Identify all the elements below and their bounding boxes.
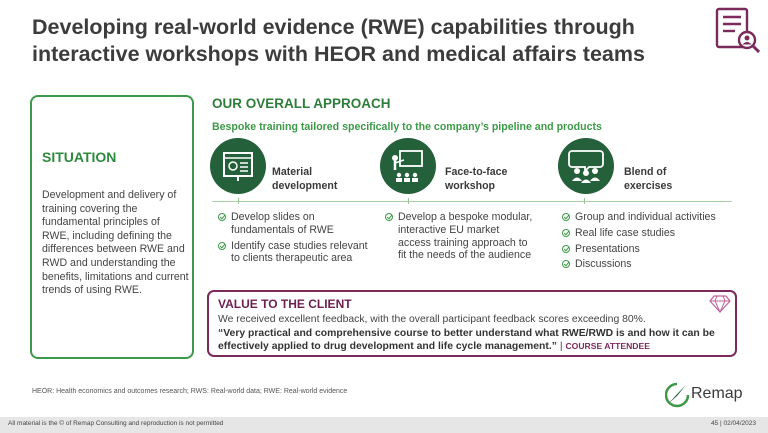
list-item: Real life case studies bbox=[562, 227, 722, 240]
slides-icon bbox=[210, 138, 266, 194]
attribution: COURSE ATTENDEE bbox=[565, 341, 650, 351]
bullet-text: Group and individual activities bbox=[575, 211, 716, 223]
title-line-2: interactive workshops with HEOR and medi… bbox=[32, 42, 645, 66]
check-circle-icon bbox=[562, 228, 570, 237]
timeline-line bbox=[212, 201, 732, 202]
copyright: All material is the © of Remap Consultin… bbox=[8, 420, 224, 427]
list-item: Develop slides on fundamentals of RWE bbox=[218, 211, 368, 237]
compass-icon bbox=[665, 382, 689, 408]
list-item: Develop a bespoke modular, interactive E… bbox=[385, 211, 535, 262]
column-heading-line: development bbox=[272, 179, 338, 192]
page-title: Developing real-world evidence (RWE) cap… bbox=[32, 14, 672, 68]
approach-heading: OUR OVERALL APPROACH bbox=[212, 96, 391, 111]
value-text: We received excellent feedback, with the… bbox=[218, 313, 723, 354]
page-reference: 45 | 02/04/2023 bbox=[710, 420, 756, 427]
value-heading: VALUE TO THE CLIENT bbox=[218, 297, 352, 311]
bullet-text: Develop a bespoke modular, interactive E… bbox=[398, 211, 533, 262]
exercises-bullets: Group and individual activities Real lif… bbox=[562, 211, 722, 274]
check-circle-icon bbox=[218, 241, 226, 250]
footer-bar: All material is the © of Remap Consultin… bbox=[0, 417, 768, 433]
list-item: Group and individual activities bbox=[562, 211, 722, 224]
quote: “Very practical and comprehensive course… bbox=[218, 327, 715, 353]
bullet-text: Develop slides on fundamentals of RWE bbox=[231, 211, 334, 236]
list-item: Discussions bbox=[562, 258, 722, 271]
check-circle-icon bbox=[218, 213, 226, 221]
check-circle-icon bbox=[385, 213, 393, 221]
situation-heading: SITUATION bbox=[42, 149, 117, 165]
column-heading-material: Material development bbox=[272, 166, 337, 193]
column-heading-workshop: Face-to-face workshop bbox=[445, 166, 507, 193]
logo-text: Remap bbox=[691, 385, 743, 402]
feedback-summary: We received excellent feedback, with the… bbox=[218, 314, 646, 325]
column-heading-line: workshop bbox=[445, 179, 496, 192]
material-bullets: Develop slides on fundamentals of RWE Id… bbox=[218, 211, 368, 268]
group-discussion-icon bbox=[558, 138, 614, 194]
presenter-icon bbox=[380, 138, 436, 194]
bullet-text: Discussions bbox=[575, 258, 632, 271]
check-circle-icon bbox=[562, 260, 570, 269]
list-item: Presentations bbox=[562, 243, 722, 256]
check-circle-icon bbox=[562, 244, 570, 253]
title-line-1: Developing real-world evidence (RWE) cap… bbox=[32, 15, 635, 39]
separator: | bbox=[556, 341, 566, 352]
check-circle-icon bbox=[562, 213, 570, 221]
timeline-tick bbox=[238, 198, 239, 204]
testimonial: “Very practical and comprehensive course… bbox=[218, 327, 723, 354]
footnote: HEOR: Health economics and outcomes rese… bbox=[32, 388, 348, 395]
timeline-tick bbox=[584, 198, 585, 204]
column-heading-exercises: Blend of exercises bbox=[624, 166, 672, 193]
value-box: VALUE TO THE CLIENT We received excellen… bbox=[207, 290, 737, 357]
column-heading-line: Face-to-face bbox=[445, 166, 508, 178]
workshop-bullets: Develop a bespoke modular, interactive E… bbox=[385, 211, 535, 265]
diamond-icon bbox=[709, 295, 731, 313]
document-search-icon bbox=[715, 7, 761, 54]
bullet-text: Presentations bbox=[575, 242, 640, 255]
column-heading-line: Material bbox=[272, 166, 313, 178]
situation-box: SITUATION Development and delivery of tr… bbox=[30, 95, 194, 359]
timeline-tick bbox=[408, 198, 409, 204]
column-heading-line: Blend of bbox=[624, 166, 667, 178]
remap-logo: Remap bbox=[665, 382, 755, 408]
approach-subheading: Bespoke training tailored specifically t… bbox=[212, 121, 602, 133]
bullet-text: Real life case studies bbox=[575, 226, 676, 239]
column-heading-line: exercises bbox=[624, 179, 673, 192]
list-item: Identify case studies relevant to client… bbox=[218, 240, 368, 266]
situation-text: Development and delivery of training cov… bbox=[42, 189, 189, 297]
bullet-text: Identify case studies relevant to client… bbox=[231, 239, 368, 265]
